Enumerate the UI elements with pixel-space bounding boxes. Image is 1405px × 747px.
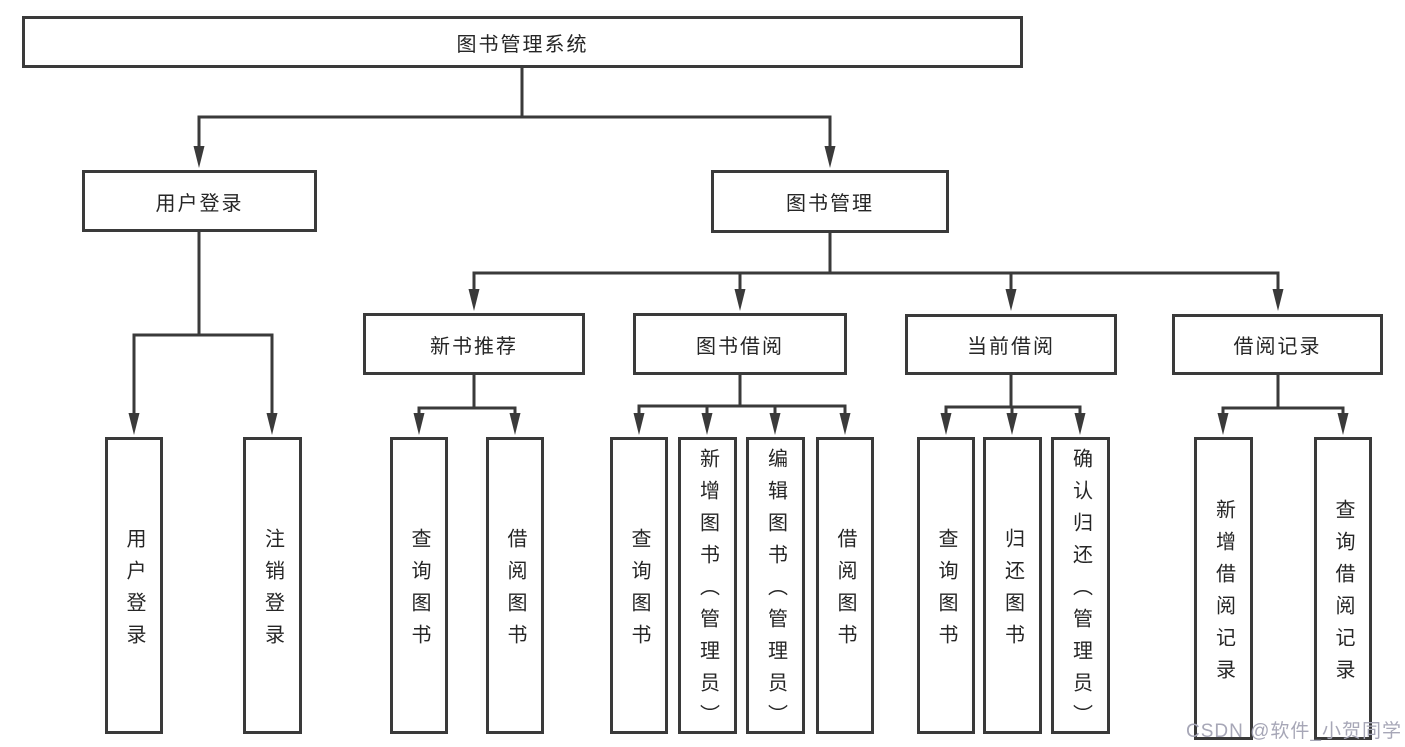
arrowhead bbox=[509, 413, 521, 435]
node-borrow-records-label: 借阅记录 bbox=[1233, 336, 1322, 358]
leaf-user-login-label: 用户登录 bbox=[123, 527, 145, 656]
leaf-borrow-books-1-label: 借阅图书 bbox=[504, 527, 526, 656]
leaf-edit-book-admin: 编辑图书（管理员） bbox=[746, 437, 805, 736]
arrowhead bbox=[734, 289, 746, 311]
leaf-add-book-admin-label: 新增图书（管理员） bbox=[696, 447, 719, 736]
node-book-management-label: 图书管理 bbox=[786, 193, 874, 215]
node-library-system: 图书管理系统 bbox=[22, 16, 1023, 68]
leaf-add-book-admin: 新增图书（管理员） bbox=[678, 437, 737, 736]
node-new-book-recommend-label: 新书推荐 bbox=[430, 335, 518, 358]
arrowhead bbox=[769, 413, 781, 435]
arrowhead bbox=[824, 146, 836, 168]
leaf-return-books: 归还图书 bbox=[983, 437, 1042, 734]
node-borrow-records: 借阅记录 bbox=[1172, 314, 1383, 375]
connector-userlogin-split bbox=[132, 333, 274, 414]
arrowhead bbox=[1337, 413, 1349, 435]
arrowhead bbox=[1272, 289, 1284, 311]
arrowhead bbox=[128, 413, 140, 435]
leaf-query-borrow-record: 查询借阅记录 bbox=[1314, 437, 1372, 740]
leaf-confirm-return-admin: 确认归还（管理员） bbox=[1051, 437, 1110, 736]
leaf-query-books-2-label: 查询图书 bbox=[628, 527, 650, 656]
arrowhead bbox=[193, 146, 205, 168]
leaf-borrow-books-1: 借阅图书 bbox=[486, 437, 544, 734]
connector-level2-split bbox=[197, 115, 832, 148]
leaf-query-borrow-record-label: 查询借阅记录 bbox=[1332, 498, 1354, 691]
node-current-borrowing-label: 当前借阅 bbox=[967, 336, 1055, 358]
arrowhead bbox=[1005, 289, 1017, 311]
arrowhead bbox=[1074, 413, 1086, 435]
connector-records-split bbox=[1221, 406, 1345, 414]
leaf-logout-label: 注销登录 bbox=[261, 527, 284, 656]
connector-level3-split bbox=[472, 271, 1280, 292]
arrowhead bbox=[413, 413, 425, 435]
arrowhead bbox=[1217, 413, 1229, 435]
node-book-borrowing: 图书借阅 bbox=[633, 313, 847, 375]
leaf-add-borrow-record-label: 新增借阅记录 bbox=[1212, 498, 1235, 691]
node-current-borrowing: 当前借阅 bbox=[905, 314, 1117, 375]
watermark-text: CSDN @软件_小贺同学 bbox=[1186, 721, 1402, 742]
leaf-confirm-return-admin-label: 确认归还（管理员） bbox=[1069, 447, 1092, 736]
arrowhead bbox=[1006, 413, 1018, 435]
node-user-login: 用户登录 bbox=[82, 170, 317, 232]
leaf-query-books-2: 查询图书 bbox=[610, 437, 668, 734]
leaf-edit-book-admin-label: 编辑图书（管理员） bbox=[764, 447, 787, 736]
connector-newrec-split bbox=[417, 406, 517, 414]
leaf-borrow-books-2: 借阅图书 bbox=[816, 437, 874, 734]
leaf-logout: 注销登录 bbox=[243, 437, 302, 734]
leaf-return-books-label: 归还图书 bbox=[1001, 527, 1024, 656]
arrowheads bbox=[128, 146, 1349, 435]
node-book-management: 图书管理 bbox=[711, 170, 949, 233]
leaf-borrow-books-2-label: 借阅图书 bbox=[834, 527, 856, 656]
leaf-query-books-3: 查询图书 bbox=[917, 437, 975, 734]
node-user-login-label: 用户登录 bbox=[155, 192, 244, 215]
node-new-book-recommend: 新书推荐 bbox=[363, 313, 585, 375]
node-book-borrowing-label: 图书借阅 bbox=[696, 335, 784, 358]
leaf-query-books-1: 查询图书 bbox=[390, 437, 448, 734]
leaf-user-login: 用户登录 bbox=[105, 437, 163, 734]
leaf-add-borrow-record: 新增借阅记录 bbox=[1194, 437, 1253, 740]
arrowhead bbox=[468, 289, 480, 311]
node-library-system-label: 图书管理系统 bbox=[456, 33, 589, 56]
arrowhead bbox=[633, 413, 645, 435]
leaf-query-books-1-label: 查询图书 bbox=[408, 527, 430, 656]
arrowhead bbox=[701, 413, 713, 435]
connector-borrow-split bbox=[637, 404, 847, 414]
arrowhead bbox=[940, 413, 952, 435]
arrowhead bbox=[266, 413, 278, 435]
arrowhead bbox=[839, 413, 851, 435]
leaf-query-books-3-label: 查询图书 bbox=[935, 527, 957, 656]
